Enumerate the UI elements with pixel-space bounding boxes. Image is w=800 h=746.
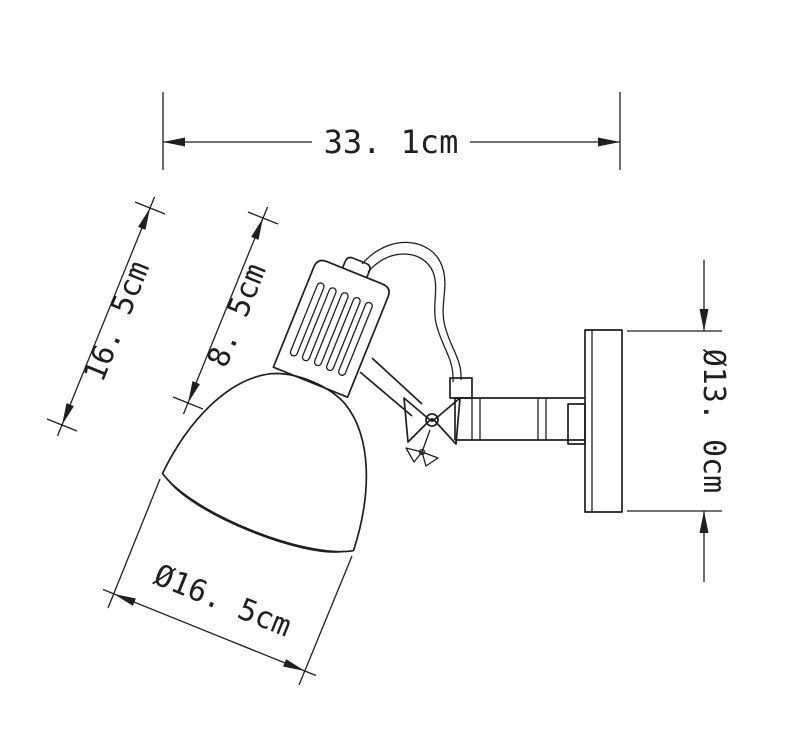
body-cap <box>341 256 371 278</box>
extension-line <box>107 478 161 609</box>
wall-plate <box>584 329 623 513</box>
dimension-label-overall-width: 33. 1cm <box>324 123 459 161</box>
vent-slot <box>325 296 361 372</box>
dim-overall-width: 33. 1cm <box>162 92 621 170</box>
vent-slot <box>313 292 349 367</box>
lamp-drawing <box>161 241 623 553</box>
vent-slot <box>301 287 337 362</box>
support-arm <box>454 397 585 441</box>
arrowhead <box>62 403 74 425</box>
hinge-bracket-arm <box>359 371 413 417</box>
hinge-pivot <box>425 413 439 427</box>
wing-nut <box>421 451 439 467</box>
shade-outline <box>161 372 368 553</box>
arrowhead <box>188 381 200 403</box>
arrowhead <box>598 137 620 147</box>
vent-slot <box>337 301 373 376</box>
lamp-head <box>161 256 390 553</box>
hinge-joint <box>359 357 461 467</box>
arrowhead <box>163 137 185 147</box>
dim-backplate-diameter: Ø13. 0cm <box>627 260 731 582</box>
wing-nut-stem <box>421 429 431 453</box>
wing-nut-hub <box>418 448 426 456</box>
extension-line <box>298 555 353 686</box>
arrowhead <box>699 309 709 331</box>
shade-rim-line <box>167 479 345 553</box>
hinge-bracket-arm <box>371 357 423 405</box>
dimension-line <box>56 196 156 437</box>
dimension-line <box>182 206 269 415</box>
hinge-clamp-right <box>433 397 461 445</box>
vent-slot <box>289 282 325 357</box>
wall-mount <box>567 329 623 513</box>
arrowhead <box>699 511 709 533</box>
arrowhead <box>114 594 136 606</box>
dimension-line <box>102 588 317 677</box>
lamp-body <box>272 259 390 399</box>
cable-line <box>367 253 454 383</box>
hinge-pivot-center <box>430 418 434 422</box>
wing-nut <box>405 447 423 463</box>
arrowhead <box>251 218 263 240</box>
hinge-clamp-left <box>403 397 431 443</box>
cable-line <box>361 241 462 381</box>
arrowhead <box>138 208 150 230</box>
arrowhead <box>283 659 305 671</box>
dimension-label-backplate-diameter: Ø13. 0cm <box>696 349 731 494</box>
